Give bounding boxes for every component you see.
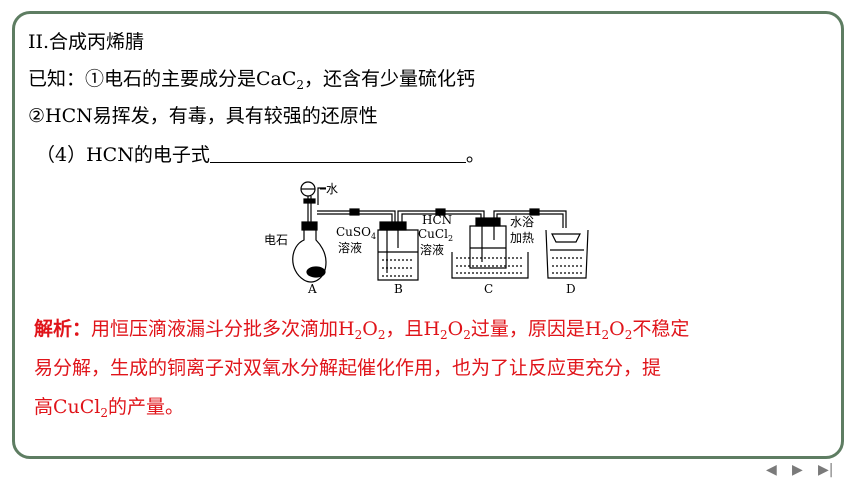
label-calcium-carbide: 电石	[264, 233, 288, 247]
label-water: 水	[326, 182, 338, 196]
known-line-1: 已知：①电石的主要成分是CaC2，还含有少量硫化钙	[28, 68, 476, 92]
answer-blank[interactable]	[209, 144, 466, 163]
label-solution-c: 溶液	[420, 242, 444, 257]
analysis-line-1: 解析：用恒压滴液漏斗分批多次滴加H2O2，且H2O2过量，原因是H2O2不稳定	[34, 318, 690, 342]
label-solution-b: 溶液	[338, 240, 362, 255]
label-b: B	[394, 282, 403, 296]
label-a: A	[307, 282, 317, 296]
label-cuso4: CuSO4	[336, 225, 376, 241]
apparatus-diagram: 水 电石 CuSO4 溶液 HCN CuCl2 溶液 水浴 加热 A B C D	[264, 181, 589, 296]
next-slide-icon[interactable]: ▶	[792, 462, 803, 478]
label-cucl2: CuCl2	[418, 227, 453, 243]
analysis-line-3: 高CuCl2的产量。	[34, 396, 185, 420]
label-d: D	[566, 282, 576, 296]
last-slide-icon[interactable]: ▶|	[818, 462, 834, 478]
content-frame	[12, 11, 844, 459]
label-heating: 加热	[510, 231, 534, 245]
prev-slide-icon[interactable]: ◀	[766, 462, 777, 478]
question-4: （4）HCN的电子式。	[36, 144, 485, 166]
analysis-line-2: 易分解，生成的铜离子对双氧水分解起催化作用，也为了让反应更充分，提	[34, 357, 662, 379]
label-water-bath: 水浴	[510, 215, 534, 229]
known-line-2: ②HCN易挥发，有毒，具有较强的还原性	[28, 105, 378, 127]
analysis-label: 解析：	[34, 318, 92, 340]
label-hcn: HCN	[422, 213, 452, 227]
section-heading: II.合成丙烯腈	[28, 31, 145, 53]
label-c: C	[484, 282, 493, 296]
